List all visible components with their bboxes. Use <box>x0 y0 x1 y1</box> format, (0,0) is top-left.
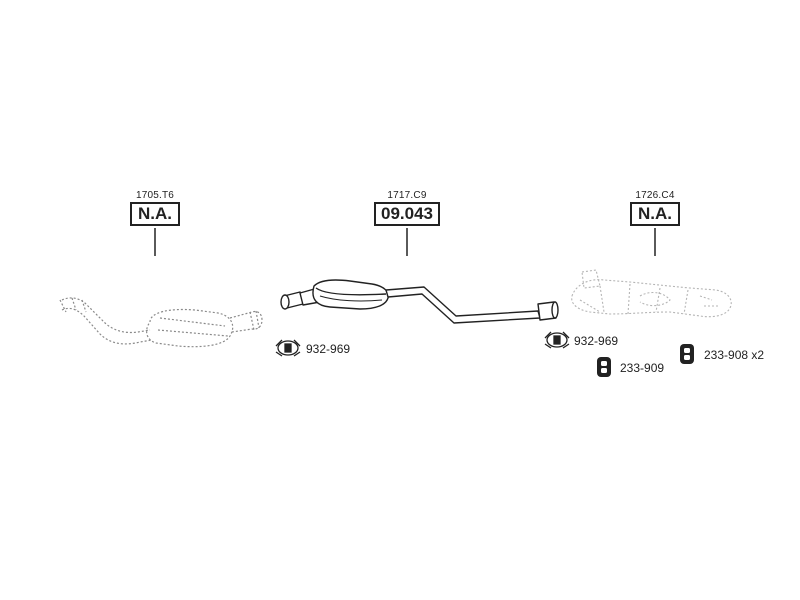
accessory-label-clamp-rear[interactable]: 932-969 <box>574 334 619 348</box>
rubber-hanger-icon <box>597 357 611 377</box>
part-code: 1717.C9 <box>387 190 427 201</box>
part-label-middle: 1717.C9 09.043 <box>347 190 467 226</box>
part-number-box[interactable]: 09.043 <box>374 202 440 226</box>
middle-silencer-part <box>280 279 559 324</box>
front-catalytic-converter-part <box>59 297 263 348</box>
part-code: 1726.C4 <box>635 190 675 201</box>
rubber-hanger-icon <box>680 344 694 364</box>
clamp-icon <box>275 339 301 357</box>
rear-silencer-part <box>571 269 732 318</box>
accessory-label-hanger-1[interactable]: 233-909 <box>620 361 665 375</box>
accessory-label-clamp-front[interactable]: 932-969 <box>306 342 351 356</box>
part-status-box[interactable]: N.A. <box>630 202 680 226</box>
part-label-rear: 1726.C4 N.A. <box>595 190 715 226</box>
accessory-label-hanger-2[interactable]: 233-908 x2 <box>704 348 765 362</box>
part-status-box[interactable]: N.A. <box>130 202 180 226</box>
clamp-icon <box>544 331 570 349</box>
part-code: 1705.T6 <box>135 190 175 201</box>
part-label-front: 1705.T6 N.A. <box>95 190 215 226</box>
